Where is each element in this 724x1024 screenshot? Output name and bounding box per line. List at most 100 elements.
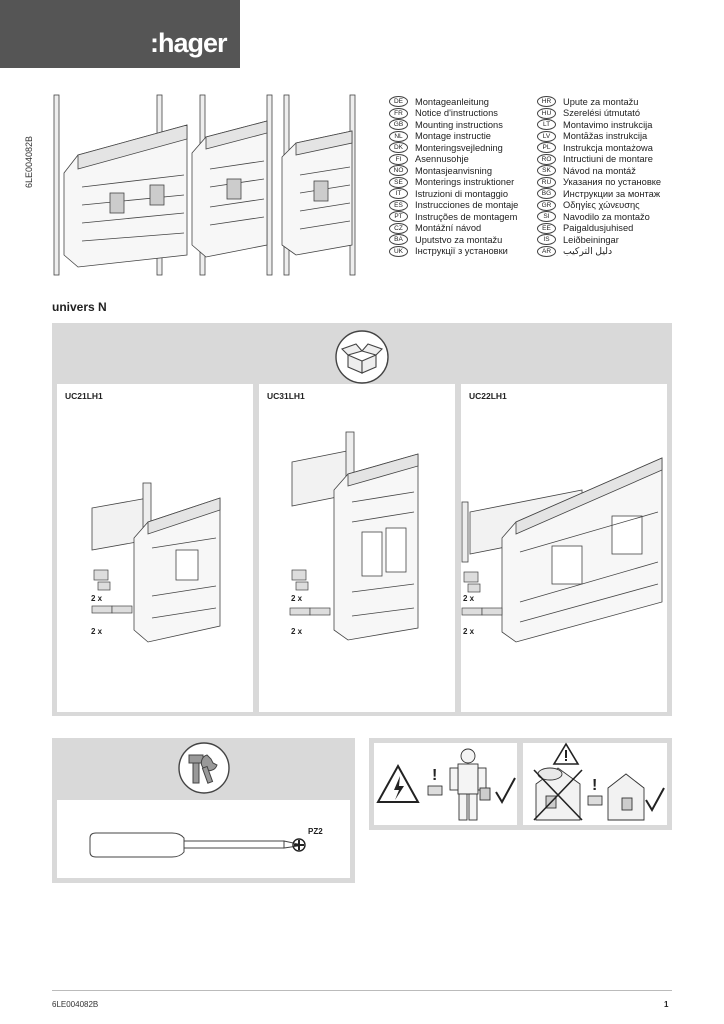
quantity-label: 2 x: [91, 594, 103, 603]
language-code: SI: [537, 211, 556, 223]
high-voltage-warning-icon: [376, 763, 420, 803]
language-label: Інструкції з установки: [415, 246, 508, 257]
quantity-label: 2 x: [291, 627, 303, 636]
language-code: FR: [389, 107, 408, 119]
screwdriver-icon: [89, 832, 299, 858]
language-code: IS: [537, 234, 556, 246]
language-label: Paigaldusjuhised: [563, 223, 634, 234]
document-code-vertical: 6LE004082B: [24, 135, 34, 188]
language-code: PL: [537, 142, 556, 154]
brand-logo: :hager: [150, 28, 228, 58]
language-code: HR: [537, 96, 556, 108]
language-item: PL Instrukcja montażowa: [537, 142, 653, 154]
language-code: RU: [537, 176, 556, 188]
language-code: EE: [537, 222, 556, 234]
language-item: DK Monteringsvejledning: [389, 142, 503, 154]
language-label: Instrukcja montażowa: [563, 142, 653, 153]
language-code: RO: [537, 153, 556, 165]
language-label: Monteringsvejledning: [415, 142, 503, 153]
language-label: Montāžas instrukcija: [563, 131, 648, 142]
language-item: BG Инструкции за монтаж: [537, 188, 660, 200]
language-code: FI: [389, 153, 408, 165]
brand-logo-box: [0, 0, 240, 68]
enclosure-illustration: [461, 457, 663, 643]
language-code: LV: [537, 130, 556, 142]
language-item: NO Montasjeanvisning: [389, 165, 492, 177]
language-code: GB: [389, 119, 408, 131]
language-code: HU: [537, 107, 556, 119]
language-label: Οδηγίες χώνευσης: [563, 200, 640, 211]
language-label: Upute za montažu: [563, 96, 639, 107]
language-code: DK: [389, 142, 408, 154]
product-line-title: univers N: [52, 300, 107, 314]
model-label: UC31LH1: [267, 391, 305, 401]
language-item: LV Montāžas instrukcija: [537, 130, 648, 143]
open-box-icon: [335, 330, 389, 384]
language-label: Notice d'instructions: [415, 108, 498, 119]
language-item: UK Інструкції з установки: [389, 245, 508, 258]
language-item: CZ Montážní návod: [389, 222, 482, 235]
footer-document-code: 6LE004082B: [52, 1000, 99, 1009]
language-label: Montážní návod: [415, 223, 482, 234]
language-code: ES: [389, 199, 408, 211]
language-code: PT: [389, 211, 408, 223]
language-item: DE Montageanleitung: [389, 96, 489, 108]
language-code: IT: [389, 188, 408, 200]
language-code: NL: [389, 130, 408, 142]
language-label: Uputstvo za montažu: [415, 234, 503, 245]
language-label: Montasjeanvisning: [415, 165, 493, 176]
caution-triangle-icon: [552, 742, 580, 765]
language-item: IS Leiðbeiningar: [537, 234, 619, 246]
language-code: NO: [389, 165, 408, 177]
language-code: LT: [537, 119, 556, 131]
language-label: Intructiuni de montare: [563, 154, 653, 165]
language-label: Montageanleitung: [415, 96, 489, 107]
footer-divider: [52, 990, 672, 991]
tool-spec: PZ2: [308, 827, 323, 836]
language-item: HR Upute za montažu: [537, 96, 638, 108]
language-code: DE: [389, 96, 408, 108]
language-item: RO Intructiuni de montare: [537, 153, 653, 166]
language-code: BA: [389, 234, 408, 246]
language-label: Monterings instruktioner: [415, 177, 515, 188]
language-label: Инструкции за монтаж: [563, 188, 661, 199]
page-number: 1: [664, 1000, 669, 1009]
language-item: EE Paigaldusjuhised: [537, 222, 634, 235]
model-label: UC22LH1: [469, 391, 507, 401]
language-code: SE: [389, 176, 408, 188]
language-item: FR Notice d'instructions: [389, 107, 498, 120]
svg-text:!: !: [432, 767, 437, 784]
enclosure-illustration: [91, 482, 221, 643]
language-item: AR دليل التركيب: [537, 245, 613, 258]
model-label: UC21LH1: [65, 391, 103, 401]
language-label: Указания по установке: [563, 177, 662, 188]
quantity-label: 2 x: [463, 627, 475, 636]
language-label: Leiðbeiningar: [563, 234, 619, 245]
language-code: BG: [537, 188, 556, 200]
language-label: Szerelési útmutató: [563, 108, 640, 119]
quantity-label: 2 x: [463, 594, 475, 603]
phillips-head-icon: [292, 838, 306, 852]
language-item: SI Navodilo za montažo: [537, 211, 650, 223]
language-label: Navodilo za montažo: [563, 211, 650, 222]
quantity-label: 2 x: [291, 594, 303, 603]
electrical-safety-illustration: !: [376, 748, 516, 821]
language-item: RU Указания по установке: [537, 176, 662, 189]
enclosure-illustration: [289, 431, 419, 641]
language-code: CZ: [389, 222, 408, 234]
language-item: HU Szerelési útmutató: [537, 107, 640, 120]
language-label: دليل التركيب: [563, 245, 613, 256]
language-code: AR: [537, 245, 556, 257]
language-item: BA Uputstvo za montažu: [389, 234, 502, 246]
building-safety-illustration: !: [533, 742, 665, 821]
language-label: Montavimo instrukcija: [563, 119, 653, 130]
language-item: SE Monterings instruktioner: [389, 176, 515, 189]
language-code: UK: [389, 245, 408, 257]
